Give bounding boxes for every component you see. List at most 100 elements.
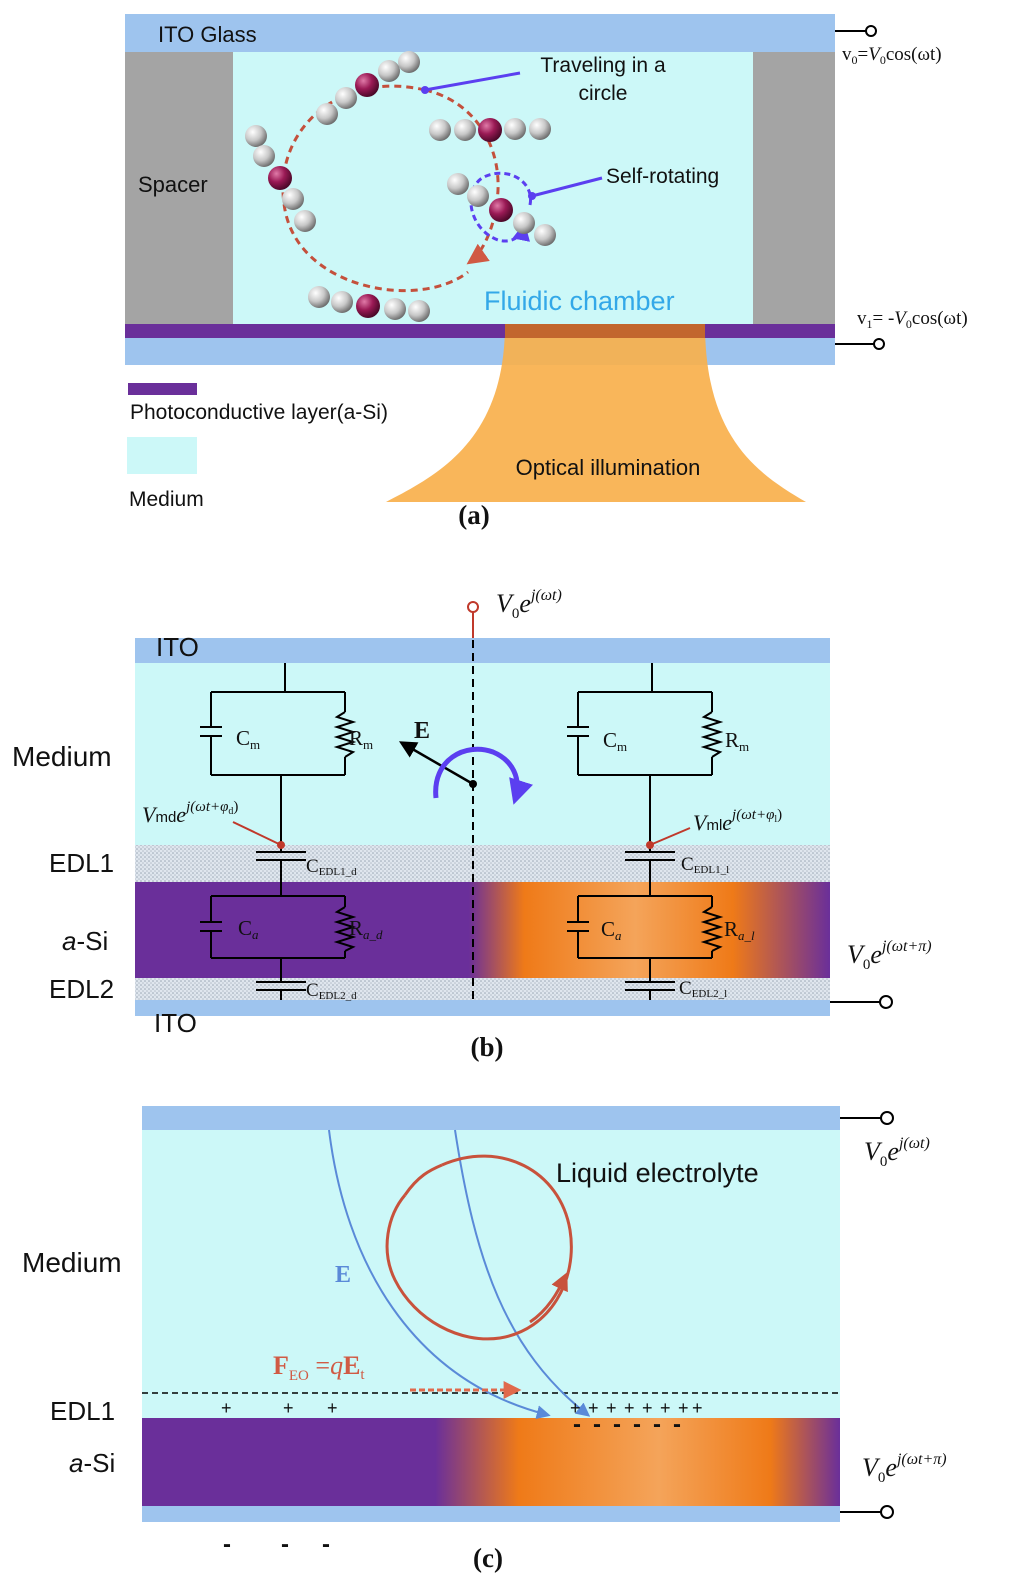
field-label-b: E — [414, 718, 430, 744]
asi-label-c: a-Si — [69, 1448, 115, 1478]
ito-glass-bottom — [125, 338, 835, 365]
plus-charge: + — [642, 1398, 653, 1418]
self-rotating-callout-line — [531, 176, 603, 198]
left-ra-label: Ra_d — [349, 916, 383, 942]
left-cm-label: Cm — [236, 726, 260, 752]
panel-c: Medium EDL1 a-Si Liquid electrolyte E FE… — [22, 1106, 947, 1573]
plus-charge: + — [588, 1398, 599, 1418]
field-line-1 — [328, 1129, 551, 1420]
bead-chain-bottom — [308, 286, 430, 322]
plus-charge: + — [221, 1398, 232, 1418]
feo-label: FEO =qEt — [273, 1351, 365, 1384]
minus-charge: - — [633, 1411, 641, 1438]
panel-a-caption: (a) — [458, 500, 489, 530]
spacer-left — [125, 52, 233, 325]
legend-medium-label: Medium — [129, 488, 204, 511]
right-node-pointer — [649, 827, 691, 846]
minus-charge: - — [281, 1531, 289, 1558]
legend-medium-swatch — [127, 437, 197, 474]
left-ca-label: Ca — [238, 916, 259, 942]
edl2-layer-b — [135, 978, 830, 1000]
traveling-callout-line — [424, 71, 521, 92]
photoconductive-layer — [125, 324, 835, 338]
left-node-pointer — [232, 821, 282, 846]
edl2-label-b: EDL2 — [49, 974, 114, 1004]
traveling-label-line2: circle — [578, 82, 627, 105]
right-vm-label: Vmlej(ωt+φl) — [693, 807, 782, 835]
field-vector-b — [398, 741, 474, 786]
minus-charge: - — [673, 1411, 681, 1438]
left-vm-label: Vmdej(ωt+φd) — [142, 799, 238, 827]
terminal-node-top — [865, 25, 877, 37]
ito-top-c — [142, 1106, 840, 1130]
medium-label-b: Medium — [12, 741, 112, 772]
left-cedl1-label: CEDL1_d — [306, 856, 357, 878]
plus-charge: + — [570, 1398, 581, 1418]
left-rm-label: Rm — [349, 726, 373, 752]
vortex-top-arc-c — [403, 1163, 443, 1196]
right-rm-label: Rm — [725, 728, 749, 754]
medium-b — [135, 663, 830, 845]
traveling-label-line1: Traveling in a — [540, 54, 666, 77]
spacer-label: Spacer — [138, 172, 208, 197]
minus-charge: - — [223, 1531, 231, 1558]
plus-charge: + — [327, 1398, 338, 1418]
right-cedl1-label: CEDL1_l — [681, 854, 729, 876]
bead-chain-rotating — [447, 173, 556, 246]
top-source-expr-b: V0ej(ωt) — [496, 587, 562, 622]
asi-layer-b — [135, 882, 830, 978]
ito-glass-top — [125, 14, 835, 52]
bottom-source-expr-c: V0ej(ωt+π) — [862, 1451, 947, 1486]
asi-charges-c: - - - - - - - - - — [223, 1411, 681, 1558]
top-source-expr-c: V0ej(ωt) — [864, 1135, 930, 1170]
medium-c — [142, 1130, 840, 1418]
trajectory-upper-arc — [424, 88, 500, 265]
right-ra-label: Ra_l — [724, 917, 755, 943]
minus-charge: - — [573, 1411, 581, 1438]
legend-photoconductive-label: Photoconductive layer(a-Si) — [130, 401, 388, 424]
medium-label-c: Medium — [22, 1247, 122, 1278]
ito-top-label-b: ITO — [156, 632, 199, 662]
panel-b-caption: (b) — [471, 1032, 504, 1062]
optical-illumination-beam — [386, 324, 806, 502]
minus-charge: - — [613, 1411, 621, 1438]
top-source-node-b — [467, 601, 479, 613]
panel-b: V0ej(ωt) ITO Medium EDL1 a-Si EDL2 ITO — [12, 587, 932, 1062]
ito-bottom-c — [142, 1506, 840, 1522]
spacer-right — [753, 52, 835, 325]
liquid-electrolyte-label: Liquid electrolyte — [556, 1158, 759, 1188]
plus-charge: + — [660, 1398, 671, 1418]
rotation-arc-b — [433, 746, 533, 805]
right-cm-label: Cm — [603, 728, 627, 754]
vortex-arrow-tail-c — [529, 1272, 568, 1324]
asi-layer-c — [142, 1418, 840, 1506]
plus-charge: + — [692, 1398, 703, 1418]
minus-charge: - — [593, 1411, 601, 1438]
v1-expression: v1= -V0cos(ωt) — [857, 308, 968, 331]
right-cedl2-label: CEDL2_l — [679, 978, 727, 1000]
fluidic-chamber-label: Fluidic chamber — [484, 286, 675, 316]
terminal-node-bottom — [873, 338, 885, 350]
minus-charge: - — [653, 1411, 661, 1438]
edl1-label-b: EDL1 — [49, 848, 114, 878]
right-source-expr-b: V0ej(ωt+π) — [847, 938, 932, 973]
v0-expression: v0=V0cos(ωt) — [842, 44, 942, 67]
photoconductive-lit-patch — [505, 324, 705, 338]
right-ca-label: Ca — [601, 917, 622, 943]
edl-charges-c: + + + + + + + + + + + — [221, 1398, 703, 1418]
self-rotating-label: Self-rotating — [606, 165, 719, 188]
self-rotating-callout-dot — [528, 192, 536, 200]
vortex-arrow-c — [385, 1154, 573, 1341]
traveling-callout-dot — [421, 86, 429, 94]
bead-chain-horizontal — [429, 118, 551, 142]
legend-photoconductive-swatch — [128, 383, 197, 395]
bead-chain-top — [316, 51, 420, 125]
panel-c-caption: (c) — [473, 1543, 503, 1573]
field-label-c: E — [335, 1262, 351, 1288]
edl1-layer-b — [135, 845, 830, 882]
bead-chain-left — [245, 125, 316, 232]
self-rotation-loop — [469, 171, 532, 243]
top-source-node-c — [880, 1111, 894, 1125]
plus-charge: + — [678, 1398, 689, 1418]
plus-charge: + — [283, 1398, 294, 1418]
